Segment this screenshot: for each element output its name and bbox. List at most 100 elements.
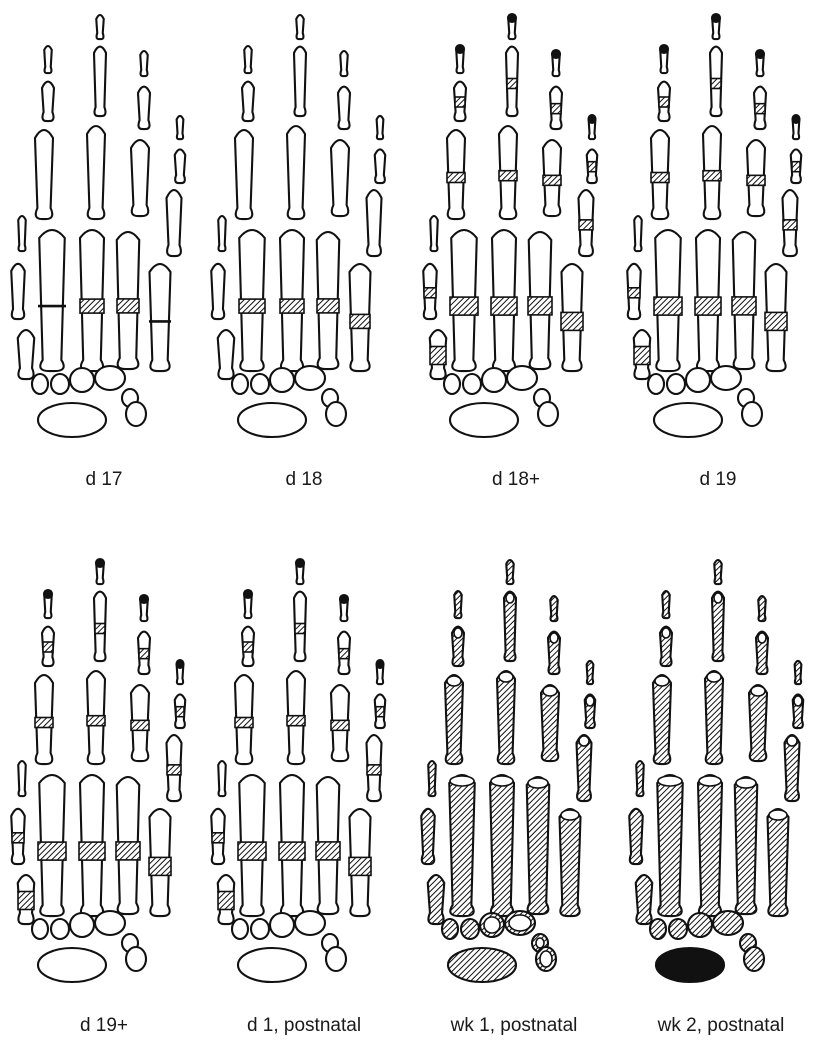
radius-head [38, 948, 106, 982]
ossification-band-middle-3 [695, 297, 721, 315]
hand-skeleton-d19plus [11, 559, 185, 982]
hand-skeleton-d18plus [423, 14, 597, 437]
bone-little-1 [375, 149, 386, 183]
ossification-band-ring-1 [551, 104, 561, 114]
ossification-band-thumb-2 [218, 892, 234, 910]
epiphysis-middle-3 [491, 776, 513, 786]
ossification-band-middle-2 [499, 171, 517, 181]
bone-thumb-0 [430, 216, 438, 251]
bone-little-3 [150, 264, 171, 371]
epiphysis-index-3 [658, 776, 682, 786]
radius-head [238, 948, 306, 982]
carpal-bone-0 [442, 919, 458, 939]
ossification-band-thumb-1 [12, 833, 24, 843]
ossification-band-ring-3 [316, 842, 340, 860]
bone-thumb-1 [421, 809, 435, 864]
ossification-band-little-1 [588, 162, 596, 172]
carpal-bone-1 [251, 374, 269, 394]
ossification-band-little-1 [792, 162, 800, 172]
carpal-bone-0 [32, 374, 48, 394]
carpal-bone-2 [688, 913, 712, 937]
bone-thumb-1 [211, 264, 225, 319]
carpal-bone-5 [126, 947, 146, 971]
epiphysis-ring-3 [528, 778, 548, 788]
ossification-tip-ring [140, 595, 148, 603]
bone-little-0 [795, 661, 802, 684]
ossification-band-little-3 [765, 312, 787, 330]
bone-middle-0 [506, 560, 514, 584]
bone-middle-1 [94, 47, 106, 116]
epiphysis-ring-3 [736, 778, 756, 788]
ossification-band-little-2 [167, 765, 181, 775]
bone-little-2 [167, 190, 182, 256]
bone-middle-0 [296, 15, 304, 39]
ossification-band-ring-2 [747, 175, 765, 185]
bone-thumb-2 [636, 875, 653, 924]
radius-head [654, 403, 722, 437]
carpal-bone-5 [326, 402, 346, 426]
ossification-band-little-3 [561, 312, 583, 330]
epiphysis-index-2 [447, 676, 461, 686]
bone-little-0 [377, 116, 384, 139]
bone-middle-1 [294, 47, 306, 116]
carpal-bone-2 [686, 368, 710, 392]
bone-ring-2 [131, 140, 149, 216]
bone-middle-2 [287, 126, 305, 219]
panel-label-d19plus: d 19+ [80, 1015, 128, 1036]
radius-head [448, 948, 516, 982]
bone-thumb-0 [18, 761, 26, 796]
ossification-band-middle-2 [703, 171, 721, 181]
carpal-bone-3 [95, 911, 125, 935]
carpal-bone-3 [295, 911, 325, 935]
panel-label-d17: d 17 [86, 469, 123, 490]
bone-ring-1 [138, 87, 150, 129]
epiphysis-little-2 [579, 736, 589, 746]
ossification-band-middle-3 [79, 842, 105, 860]
carpal-bone-1 [251, 919, 269, 939]
ossification-band-index [239, 299, 265, 313]
ossification-tip-middle [712, 14, 720, 22]
ossification-band-index-1 [243, 642, 253, 652]
ossification-band-ring-3 [528, 297, 552, 315]
bone-little-1 [175, 149, 186, 183]
carpal-bone-5 [742, 402, 762, 426]
carpal-bone-5 [126, 402, 146, 426]
panel-label-d1-postnatal: d 1, postnatal [247, 1015, 361, 1036]
epiphysis-little-1 [586, 696, 594, 706]
panel-label-d19: d 19 [700, 469, 737, 490]
ossification-band-ring-2 [131, 720, 149, 730]
carpal-bone-2 [270, 368, 294, 392]
bone-little-3 [768, 809, 789, 916]
epiphysis-middle-1 [506, 593, 514, 603]
ossification-band-little-2 [579, 220, 593, 230]
bone-little-3 [560, 809, 581, 916]
carpal-bone-3 [713, 911, 743, 935]
epiphysis-ring-2 [751, 686, 765, 696]
bone-index-2 [653, 675, 671, 764]
ossification-tip-index [244, 590, 252, 598]
ossification-band-ring-1 [755, 104, 765, 114]
bone-index-1 [242, 82, 254, 121]
epiphysis-middle-3 [699, 776, 721, 786]
ossification-band-ring-3 [732, 297, 756, 315]
ossification-band-index-2 [35, 718, 53, 728]
ossification-band-thumb-2 [430, 347, 446, 365]
ossification-band-middle-2 [287, 716, 305, 726]
carpal-bone-0 [232, 919, 248, 939]
carpal-bone-1 [51, 919, 69, 939]
radius-head [450, 403, 518, 437]
ossification-band-little-2 [783, 220, 797, 230]
panel-label-d18: d 18 [286, 469, 323, 490]
bone-index-0 [244, 46, 252, 73]
bone-middle-0 [714, 560, 722, 584]
ossification-band-index-3 [38, 842, 66, 860]
ossification-band-index-3 [450, 297, 478, 315]
bone-thumb-0 [636, 761, 644, 796]
carpal-bone-2 [70, 368, 94, 392]
bone-ring-0 [758, 596, 766, 621]
ossification-tip-middle [96, 559, 104, 567]
ossification-band-middle-1 [295, 624, 305, 634]
ossification-band-thumb-1 [628, 288, 640, 298]
ossification-band-ring-1 [339, 649, 349, 659]
bone-index-1 [42, 82, 54, 121]
